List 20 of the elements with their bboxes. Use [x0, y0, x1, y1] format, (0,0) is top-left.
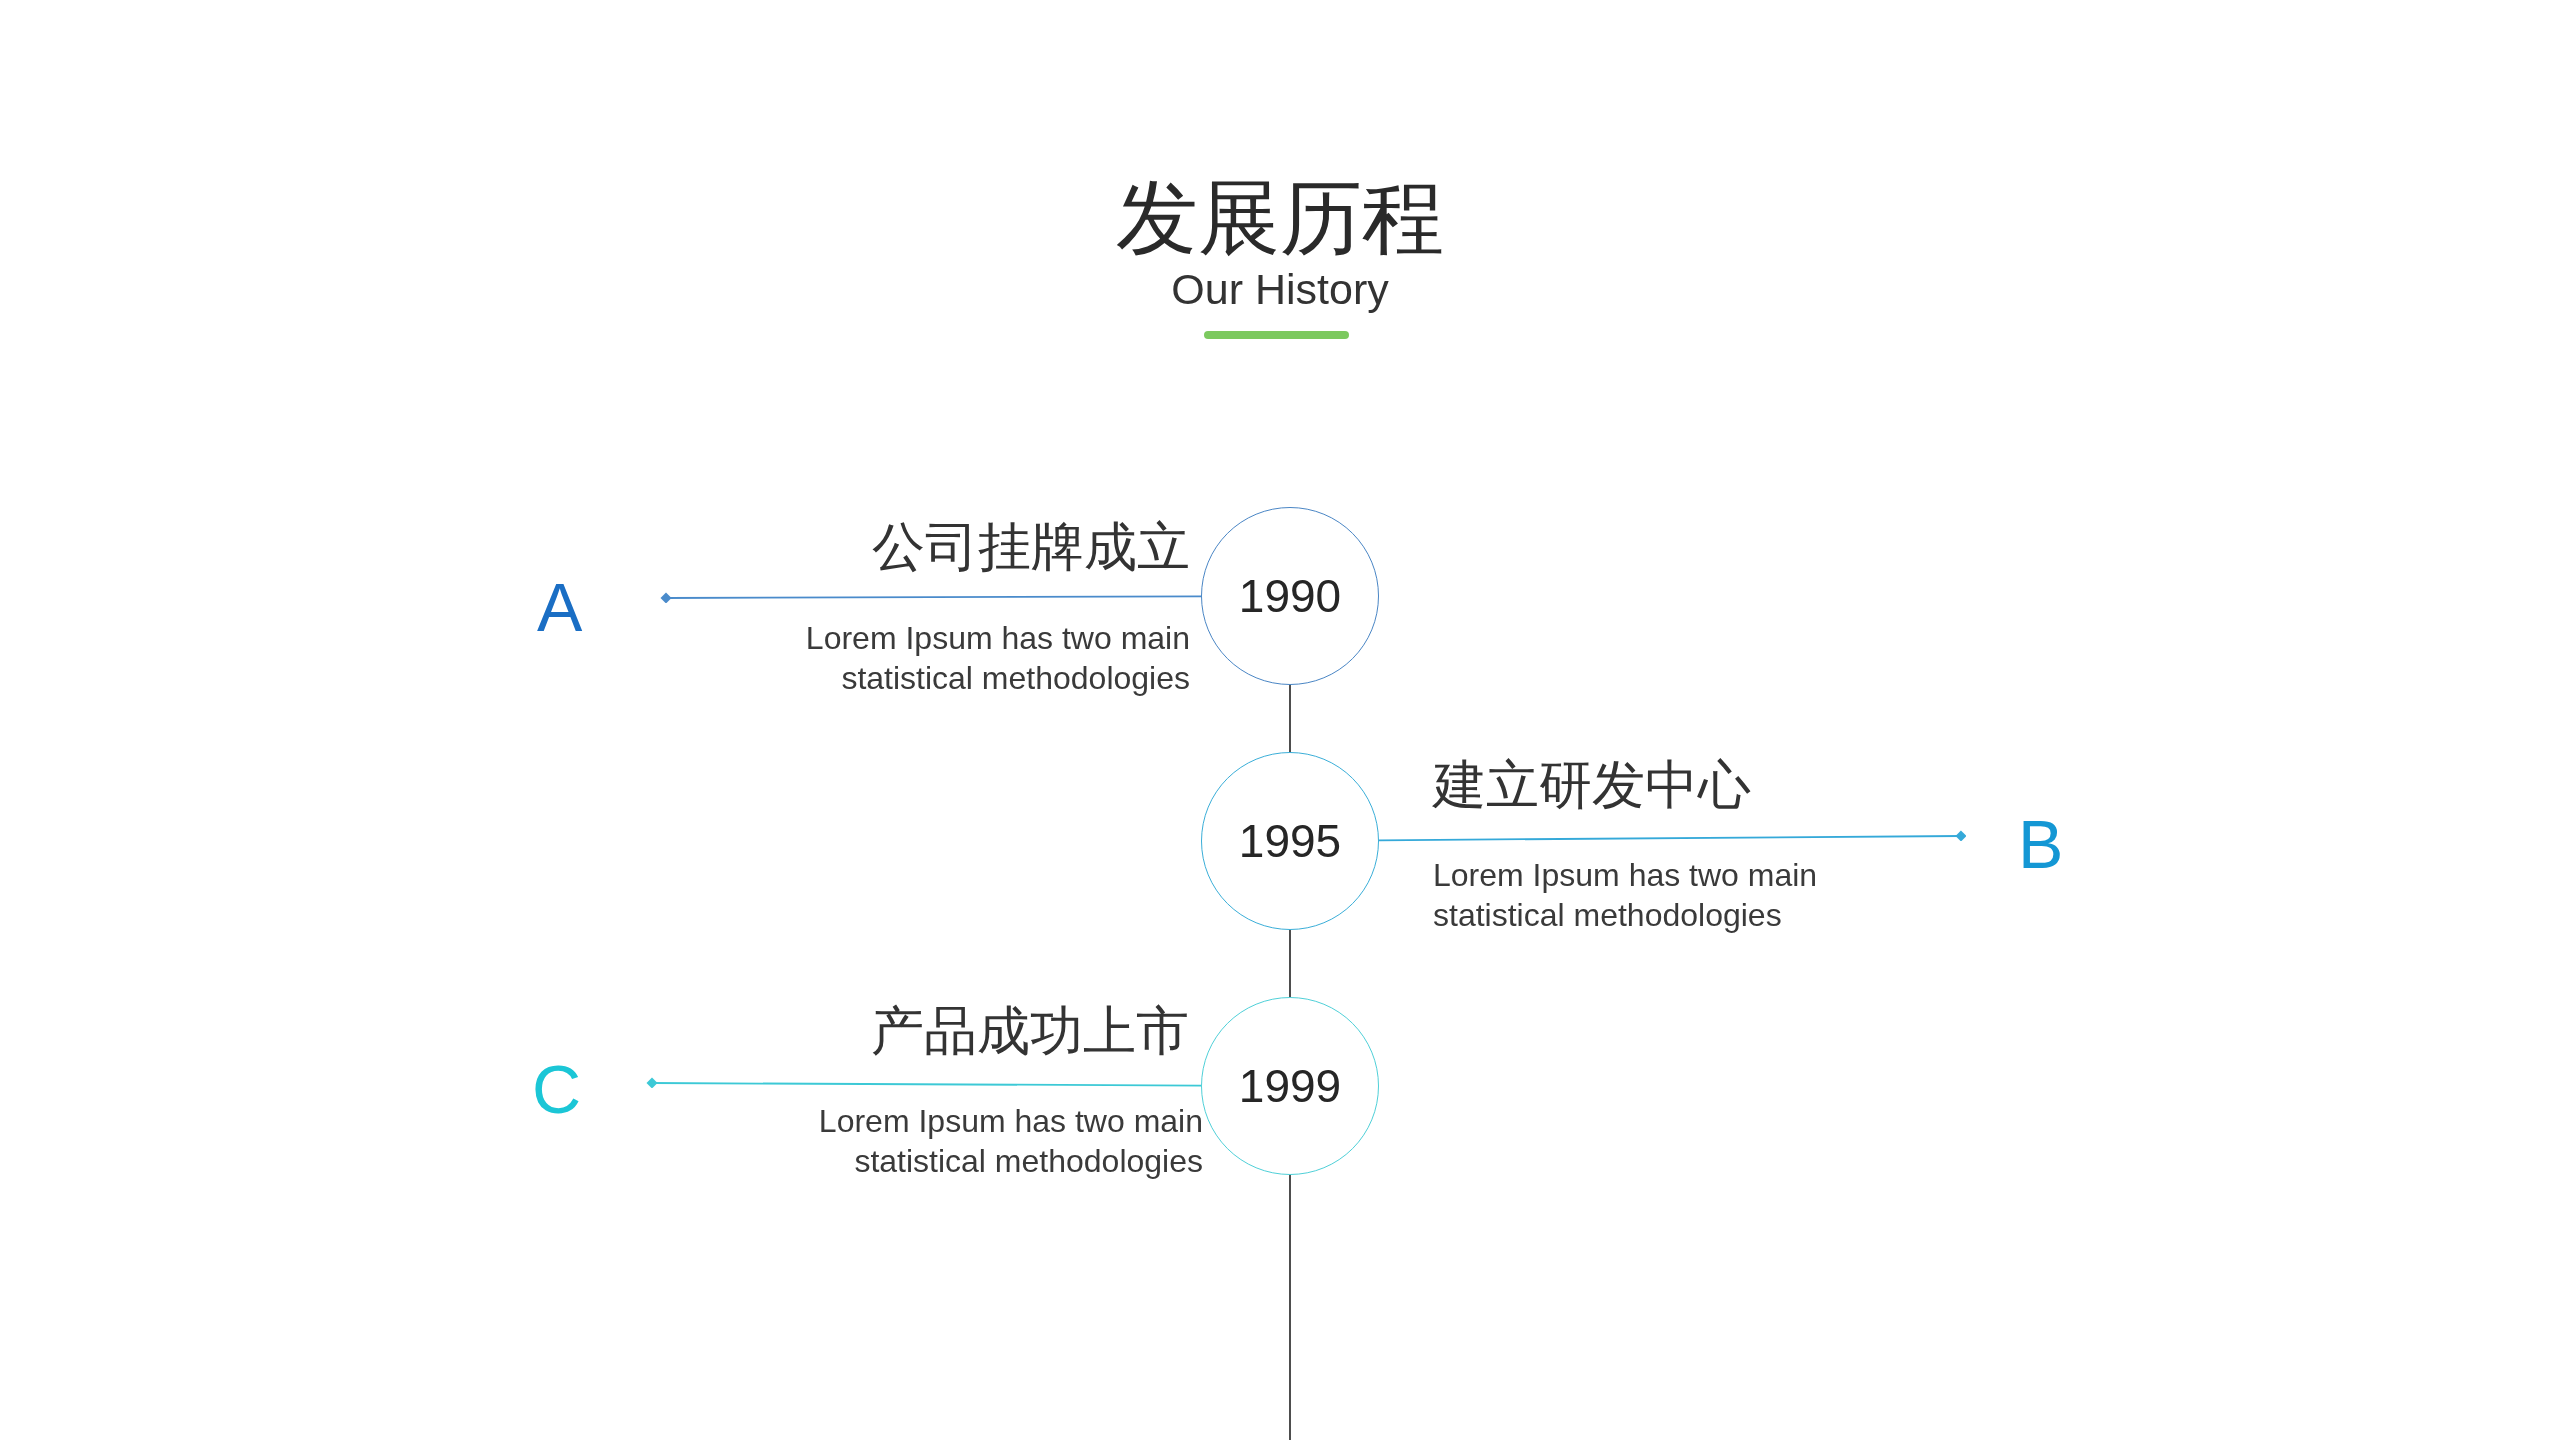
year-circle: 1995 [1201, 752, 1379, 930]
year-circle: 1999 [1201, 997, 1379, 1175]
milestone-description: Lorem Ipsum has two main statistical methodologies [817, 1102, 1203, 1181]
title: 发展历程 [1116, 171, 1444, 265]
section-letter: C [532, 1055, 582, 1123]
milestone-description: Lorem Ipsum has two main statistical methodologies [804, 619, 1190, 698]
milestone-title: 公司挂牌成立 [872, 516, 1190, 578]
timeline-line [1289, 684, 1291, 753]
milestone-title: 产品成功上市 [871, 1000, 1189, 1062]
timeline-line [1289, 929, 1291, 998]
milestone-description: Lorem Ipsum has two main statistical methodologies [1433, 856, 1819, 935]
year-circle: 1990 [1201, 507, 1379, 685]
timeline-line [1289, 1174, 1291, 1440]
section-letter: B [2018, 810, 2064, 878]
connector-line [646, 1077, 1202, 1089]
section-letter: A [537, 573, 583, 641]
connector-line [660, 592, 1202, 604]
milestone-title: 建立研发中心 [1433, 754, 1751, 816]
subtitle: Our History [1171, 264, 1389, 315]
connector-line [1378, 830, 1967, 842]
